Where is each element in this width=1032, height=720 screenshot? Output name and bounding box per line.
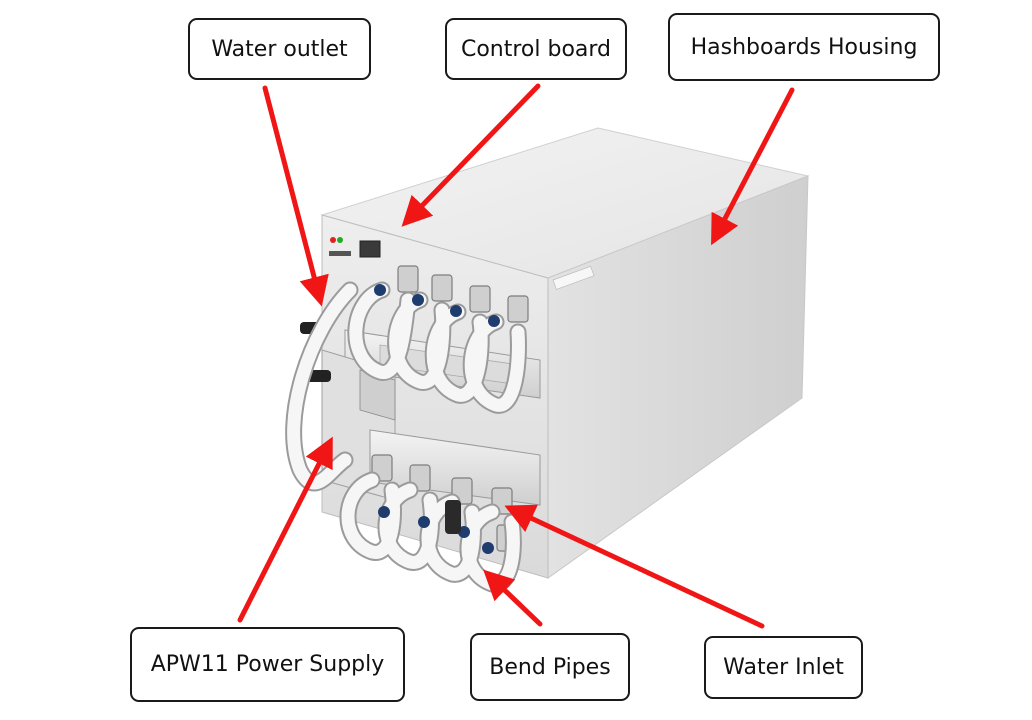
arrow-bend-pipes: [483, 569, 543, 627]
arrow-water-inlet: [504, 504, 765, 629]
label-bend-pipes-text: Bend Pipes: [489, 654, 611, 680]
clamp: [374, 284, 386, 296]
arrow-water-outlet: [262, 85, 329, 307]
clamp: [378, 506, 390, 518]
inlet-valve: [445, 500, 461, 534]
hose: [349, 283, 415, 379]
hose: [287, 283, 357, 490]
arrow-control-board: [401, 83, 541, 227]
clamp: [418, 516, 430, 528]
hose: [464, 315, 525, 412]
callout-arrows: [237, 83, 795, 629]
label-power-supply: APW11 Power Supply: [130, 627, 405, 702]
label-water-inlet: Water Inlet: [704, 636, 863, 699]
fitting: [469, 285, 491, 313]
upper-fittings: [397, 265, 529, 323]
bend-pipes: [285, 281, 527, 593]
serial-sticker: [552, 265, 595, 290]
label-hashboards-housing-text: Hashboards Housing: [690, 34, 918, 60]
fitting: [397, 265, 419, 293]
fitting: [431, 274, 453, 302]
ethernet-port: [359, 240, 381, 258]
label-water-outlet: Water outlet: [188, 18, 371, 80]
clamp: [482, 542, 494, 554]
sd-slot: [329, 251, 351, 256]
clamp: [488, 315, 500, 327]
label-control-board: Control board: [445, 18, 627, 80]
hose: [389, 293, 450, 389]
label-water-outlet-text: Water outlet: [211, 36, 348, 62]
label-control-board-text: Control board: [460, 36, 612, 62]
label-power-supply-text: APW11 Power Supply: [150, 652, 385, 677]
clamp: [450, 305, 462, 317]
clamp: [412, 294, 424, 306]
status-led-green: [337, 237, 343, 243]
hose-clamps: [374, 284, 500, 554]
status-led-red: [330, 237, 336, 243]
label-water-inlet-text: Water Inlet: [723, 655, 844, 680]
label-bend-pipes: Bend Pipes: [470, 633, 630, 701]
arrow-hashboards-housing: [711, 87, 795, 246]
hose: [426, 305, 488, 402]
fitting: [507, 295, 529, 323]
arrow-power-supply: [237, 436, 333, 623]
control-board: [329, 237, 381, 258]
label-hashboards-housing: Hashboards Housing: [668, 13, 940, 81]
